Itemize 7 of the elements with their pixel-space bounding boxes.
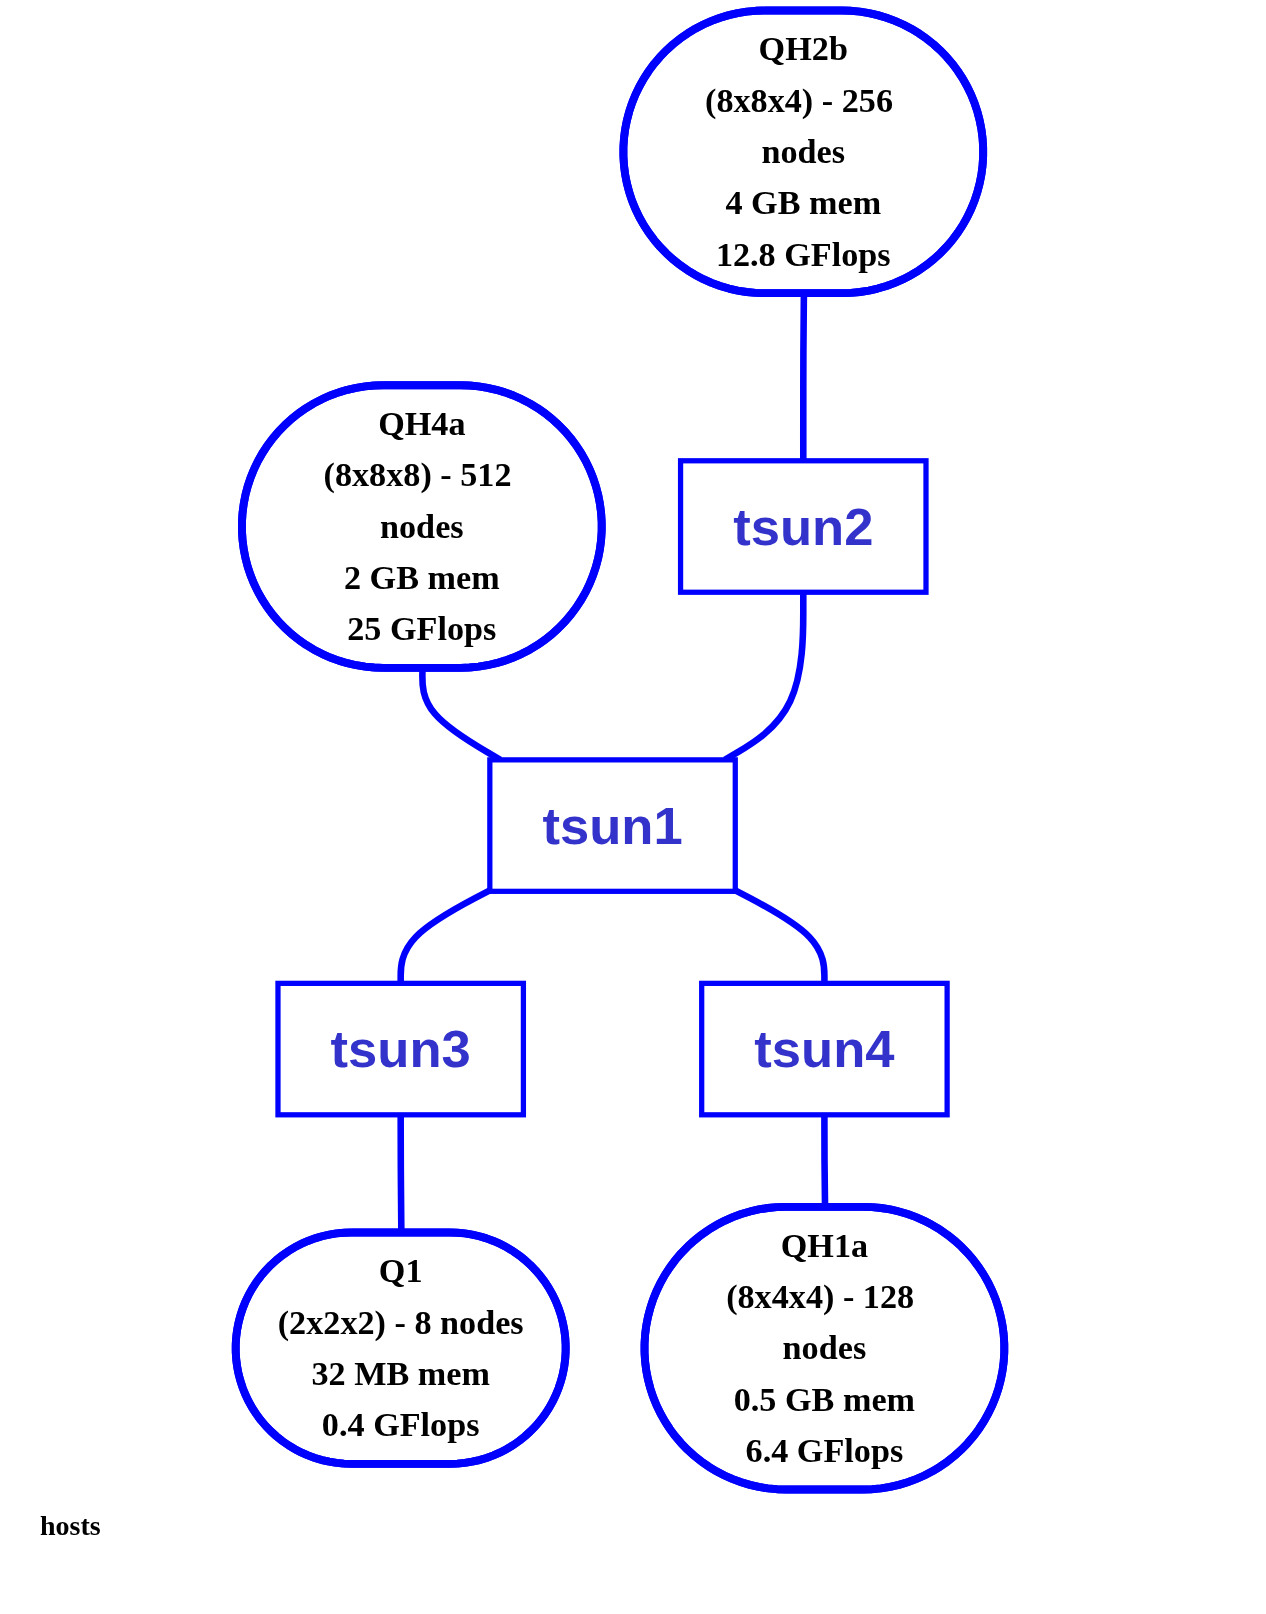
connector <box>397 887 492 984</box>
node-box: tsun4 <box>699 980 950 1118</box>
node-box: tsun3 <box>275 980 527 1118</box>
note-label: hosts <box>40 1510 102 1542</box>
node-box: tsun1 <box>487 757 738 894</box>
connector <box>733 887 828 984</box>
node-box: tsun2 <box>677 458 929 595</box>
